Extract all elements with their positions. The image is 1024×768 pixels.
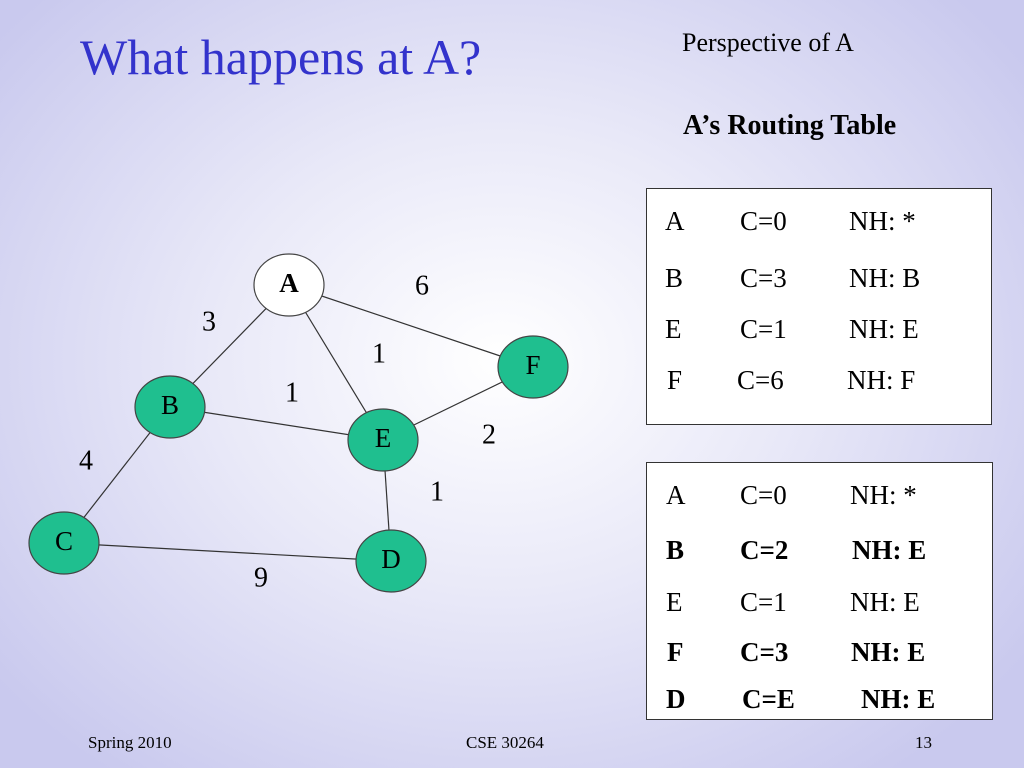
slide-title: What happens at A? [80, 29, 482, 85]
node-label-c: C [55, 526, 73, 556]
node-label-b: B [161, 390, 179, 420]
edge-b-e [169, 406, 384, 441]
routing-table-initial: A C=0 NH: * B C=3 NH: B E C=1 NH: E F C=… [646, 188, 992, 425]
node-d [355, 529, 427, 593]
node-e [347, 408, 419, 472]
cost-cell: C=3 [740, 263, 787, 293]
node-label-a: A [279, 268, 299, 298]
next-hop-cell: NH: * [849, 206, 916, 236]
cost-cell: C=2 [740, 535, 789, 565]
footer-course: CSE 30264 [466, 733, 544, 752]
perspective-label: Perspective of A [682, 28, 854, 57]
next-hop-cell: NH: E [851, 637, 926, 667]
cost-cell: C=1 [740, 314, 787, 344]
dest-cell: B [666, 535, 685, 565]
edge-weight-b-e: 1 [285, 377, 299, 408]
routing-table-title: A’s Routing Table [683, 110, 897, 141]
dest-cell: F [667, 365, 683, 395]
cost-cell: C=0 [740, 206, 787, 236]
dest-cell: D [666, 684, 686, 714]
dest-cell: B [665, 263, 684, 293]
edge-c-d [63, 542, 392, 562]
edge-weight-c-d: 9 [254, 562, 268, 593]
next-hop-cell: NH: E [861, 684, 936, 714]
next-hop-cell: NH: B [849, 263, 921, 293]
footer-page-number: 13 [915, 733, 932, 752]
dest-cell: E [666, 587, 683, 617]
next-hop-cell: NH: E [849, 314, 919, 344]
routing-table-updated: A C=0 NH: * B C=2 NH: E E C=1 NH: E F C=… [646, 462, 993, 720]
footer-term: Spring 2010 [88, 733, 172, 752]
node-label-d: D [381, 544, 401, 574]
next-hop-cell: NH: * [850, 480, 917, 510]
node-b [134, 375, 206, 439]
edge-a-f [288, 284, 534, 368]
edge-weight-e-f: 2 [482, 419, 496, 450]
node-a [253, 253, 325, 317]
next-hop-cell: NH: E [852, 535, 927, 565]
dest-cell: A [665, 206, 685, 236]
cost-cell: C=E [742, 684, 795, 714]
cost-cell: C=3 [740, 637, 789, 667]
edge-weight-a-b: 3 [202, 306, 216, 337]
next-hop-cell: NH: F [847, 365, 916, 395]
next-hop-cell: NH: E [850, 587, 920, 617]
dest-cell: E [665, 314, 682, 344]
node-c [28, 511, 100, 575]
cost-cell: C=6 [737, 365, 784, 395]
dest-cell: F [667, 637, 684, 667]
node-label-f: F [525, 350, 540, 380]
edge-weight-a-e: 1 [372, 338, 386, 369]
dest-cell: A [666, 480, 686, 510]
cost-cell: C=1 [740, 587, 787, 617]
edge-weight-b-c: 4 [79, 445, 93, 476]
edge-weight-e-d: 1 [430, 476, 444, 507]
edge-weight-a-f: 6 [415, 270, 429, 301]
node-label-e: E [375, 423, 392, 453]
cost-cell: C=0 [740, 480, 787, 510]
node-f [497, 335, 569, 399]
